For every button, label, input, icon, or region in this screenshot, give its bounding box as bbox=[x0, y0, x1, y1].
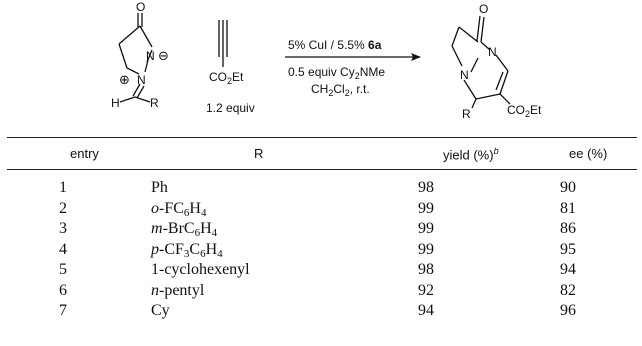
condition-line-2: 0.5 equiv Cy2NMe bbox=[288, 65, 385, 81]
cell-yield: 99 bbox=[418, 199, 434, 217]
atom-r-1: R bbox=[150, 96, 159, 110]
atom-r-2: R bbox=[462, 107, 471, 121]
atom-o-1: O bbox=[136, 0, 145, 14]
table-row: 1 Ph 98 90 bbox=[7, 170, 637, 199]
cell-r: Ph bbox=[151, 179, 168, 197]
cell-r: p-CF3C6H4 bbox=[151, 240, 223, 260]
charge-plus: ⊕ bbox=[119, 72, 130, 87]
cell-ee: 82 bbox=[560, 281, 576, 299]
alkyne-structure bbox=[218, 20, 228, 67]
cell-entry: 4 bbox=[59, 240, 67, 258]
reaction-scheme: O N N ⊖ ⊕ H R CO2Et 1.2 equiv 5% CuI / 5… bbox=[111, 0, 542, 121]
table-row: 6 n-pentyl 92 82 bbox=[7, 281, 637, 302]
charge-minus: ⊖ bbox=[158, 48, 169, 63]
column-header-entry: entry bbox=[70, 146, 99, 161]
atom-o-2: O bbox=[479, 2, 488, 16]
cell-r: Cy bbox=[151, 302, 170, 320]
table-row: 5 1-cyclohexenyl 98 94 bbox=[7, 260, 637, 281]
cell-r: o-FC6H4 bbox=[151, 199, 207, 219]
atom-n-2b: N bbox=[460, 68, 469, 82]
cell-entry: 1 bbox=[59, 179, 67, 197]
cell-yield: 98 bbox=[418, 179, 434, 197]
table-row: 7 Cy 94 96 bbox=[7, 301, 637, 322]
cell-ee: 90 bbox=[560, 179, 576, 197]
column-header-r: R bbox=[254, 146, 264, 161]
atom-n-1b: N bbox=[137, 73, 146, 87]
cell-yield: 99 bbox=[418, 240, 434, 258]
table-row: 4 p-CF3C6H4 99 95 bbox=[7, 240, 637, 261]
condition-line-3: CH2Cl2, r.t. bbox=[311, 82, 370, 98]
atom-n-2a: N bbox=[488, 45, 497, 59]
cell-ee: 81 bbox=[560, 199, 576, 217]
table-header-rule bbox=[7, 169, 637, 170]
atom-h: H bbox=[111, 96, 120, 110]
cell-yield: 99 bbox=[418, 220, 434, 238]
cell-yield: 94 bbox=[418, 302, 434, 320]
cell-yield: 98 bbox=[418, 261, 434, 279]
cell-r: n-pentyl bbox=[151, 281, 205, 299]
atom-n-1a: N bbox=[146, 49, 155, 63]
cell-entry: 3 bbox=[59, 220, 67, 238]
table-row: 3 m-BrC6H4 99 86 bbox=[7, 219, 637, 240]
cell-ee: 94 bbox=[560, 261, 576, 279]
table-row: 2 o-FC6H4 99 81 bbox=[7, 199, 637, 220]
condition-line-1: 5% CuI / 5.5% 6a bbox=[288, 38, 382, 52]
yield-footnote-marker: b bbox=[493, 146, 499, 156]
product-structure bbox=[451, 15, 511, 109]
cell-r: 1-cyclohexenyl bbox=[151, 261, 250, 279]
arrow-head bbox=[411, 53, 421, 61]
cell-yield: 92 bbox=[418, 281, 434, 299]
cell-ee: 86 bbox=[560, 220, 576, 238]
azomethine-imine-structure bbox=[118, 13, 153, 103]
column-header-yield: yield (%)b bbox=[443, 146, 499, 163]
table-top-rule bbox=[7, 137, 637, 138]
cell-entry: 2 bbox=[59, 199, 67, 217]
cell-ee: 95 bbox=[560, 240, 576, 258]
results-table: 1 Ph 98 90 2 o-FC6H4 99 81 3 m-BrC6H4 99… bbox=[7, 170, 637, 322]
cell-entry: 7 bbox=[59, 302, 67, 320]
cell-ee: 96 bbox=[560, 302, 576, 320]
alkyne-equiv: 1.2 equiv bbox=[206, 101, 255, 115]
alkyne-ester: CO2Et bbox=[209, 70, 244, 86]
cell-r: m-BrC6H4 bbox=[151, 220, 218, 240]
results-table-body: 1 Ph 98 90 2 o-FC6H4 99 81 3 m-BrC6H4 99… bbox=[7, 170, 637, 322]
cell-entry: 5 bbox=[59, 261, 67, 279]
cell-entry: 6 bbox=[59, 281, 67, 299]
product-ester: CO2Et bbox=[507, 103, 542, 119]
column-header-ee: ee (%) bbox=[569, 146, 608, 161]
